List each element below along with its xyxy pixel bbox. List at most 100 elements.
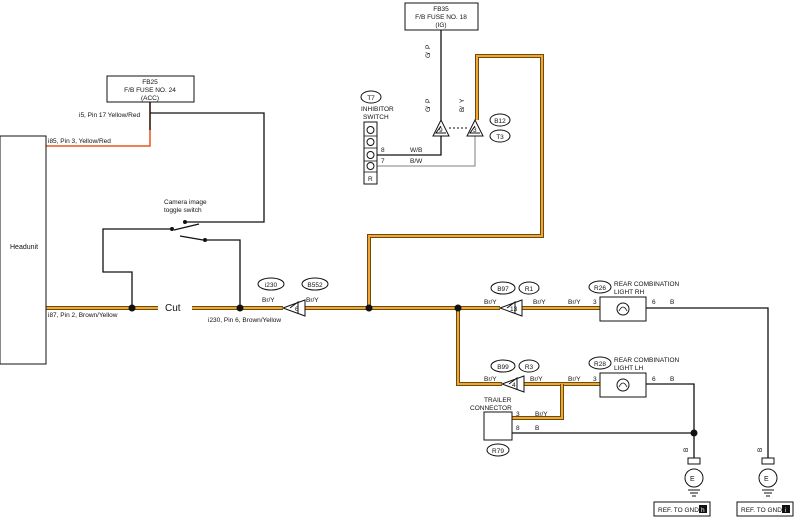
inhibitor-pin8: 8 bbox=[381, 147, 385, 154]
wire-brown-lh-outline bbox=[456, 308, 502, 386]
wire-code-b-2: B bbox=[670, 376, 674, 383]
rear-lh-filament bbox=[618, 382, 628, 388]
connector-arrow-i230-inner bbox=[289, 301, 299, 314]
wire-code-b-3: B bbox=[535, 425, 539, 432]
switch-contact-3 bbox=[203, 238, 207, 242]
switch-blade bbox=[173, 223, 200, 231]
connector-b552-label: B552 bbox=[307, 282, 323, 289]
wire-inhibitor-7 bbox=[377, 136, 476, 167]
pin-six-main: 6 bbox=[295, 306, 299, 313]
wire-code-bry-3: Br/Y bbox=[484, 299, 497, 306]
wire-switch-right bbox=[205, 239, 241, 308]
ref-gnd-i-tag: i bbox=[785, 507, 786, 514]
trailer-box bbox=[483, 411, 513, 441]
ground-lh-wire: B bbox=[683, 448, 690, 452]
inhibitor-pos-4 bbox=[366, 162, 375, 170]
rear-rh-line2: LIGHT RH bbox=[614, 289, 645, 296]
inhibitor-pos-r: R bbox=[368, 176, 373, 183]
rear-lh-bulb bbox=[616, 378, 630, 392]
connector-arrow-r3 bbox=[500, 375, 525, 393]
ground-lh-cap bbox=[687, 457, 701, 465]
trailer-line2: CONNECTOR bbox=[470, 405, 512, 412]
connector-r28 bbox=[588, 356, 612, 370]
ground-lh-e: E bbox=[690, 476, 695, 483]
pin-four: 4 bbox=[512, 382, 516, 389]
pin-i230: i230, Pin 6, Brown/Yellow bbox=[208, 317, 281, 324]
connector-arrow-r3-inner bbox=[508, 377, 518, 390]
toggle-switch-line1: Camera image bbox=[164, 199, 207, 206]
wire-code-b-1: B bbox=[670, 299, 674, 306]
rear-rh-bulb bbox=[616, 302, 630, 316]
ground-rh-cap bbox=[761, 457, 775, 465]
rear-lh-line1: REAR COMBINATION bbox=[614, 357, 680, 364]
fb35-wire-right-2: / bbox=[459, 106, 466, 108]
ref-gnd-i-tag-box bbox=[782, 505, 790, 513]
wire-code-bry-4: Br/Y bbox=[533, 299, 546, 306]
junction-main bbox=[365, 304, 373, 312]
inhibitor-line2: SWITCH bbox=[363, 114, 389, 121]
inhibitor-pos-2 bbox=[366, 138, 375, 146]
fb35-wire-mid-1: P bbox=[425, 99, 432, 103]
connector-t3 bbox=[489, 129, 511, 143]
rear-lh-pin-out: 6 bbox=[652, 376, 656, 383]
switch-contact-1 bbox=[170, 227, 174, 231]
inhibitor-pin7: 7 bbox=[381, 158, 385, 165]
ref-gnd-h-label: REF. TO GND bbox=[658, 507, 699, 514]
wire-switch-left bbox=[102, 228, 172, 308]
pin-t3: 9 bbox=[439, 127, 443, 134]
connector-b97-label: B97 bbox=[497, 286, 509, 293]
connector-r1-label: R1 bbox=[525, 286, 534, 293]
connector-r3-label: R3 bbox=[525, 364, 534, 371]
fuse-fb25-id: FB25 bbox=[142, 79, 158, 86]
wire-code-bry-9: Br/Y bbox=[535, 411, 548, 418]
headunit-label: Headunit bbox=[10, 244, 38, 251]
connector-t3-label: T3 bbox=[496, 134, 504, 141]
wire-switch-upper bbox=[149, 112, 265, 223]
rear-rh-pin-out: 6 bbox=[652, 299, 656, 306]
connector-arrow-r1-inner bbox=[506, 301, 516, 314]
pin-i87: i87, Pin 2, Brown/Yellow bbox=[48, 312, 118, 319]
wire-brown-loop bbox=[368, 55, 543, 308]
junction-switch bbox=[236, 304, 244, 312]
fuse-fb25-line1: F/B FUSE NO. 24 bbox=[124, 87, 176, 94]
connector-t7 bbox=[360, 90, 382, 104]
connector-b97 bbox=[490, 281, 516, 295]
connector-r26-label: R26 bbox=[594, 285, 606, 292]
connector-arrow-b12-inner bbox=[469, 125, 480, 134]
wire-code-bry-5: Br/Y bbox=[568, 299, 581, 306]
wire-code-bry-6: Br/Y bbox=[484, 376, 497, 383]
ref-gnd-i-box[interactable] bbox=[736, 501, 794, 517]
wire-lh-ground bbox=[646, 383, 695, 458]
ref-gnd-h-box[interactable] bbox=[653, 501, 711, 517]
switch-blade-lower bbox=[179, 235, 204, 241]
inhibitor-line1: INHIBITOR bbox=[361, 106, 394, 113]
connector-arrow-r1 bbox=[498, 299, 523, 317]
fuse-fb35-id: FB35 bbox=[433, 6, 449, 13]
cut-label: Cut bbox=[165, 303, 181, 314]
wire-code-bry-8: Br/Y bbox=[568, 376, 581, 383]
wire-code-bry-2: Br/Y bbox=[306, 297, 319, 304]
fb35-wire-top-3: G bbox=[425, 53, 432, 58]
connector-r1 bbox=[518, 281, 540, 295]
trailer-pin3: 3 bbox=[516, 411, 520, 418]
wire-code-bry-7: Br/Y bbox=[530, 376, 543, 383]
junction-left bbox=[128, 304, 136, 312]
connector-i230-label: i230 bbox=[265, 282, 278, 289]
fuse-fb35-line1: F/B FUSE NO. 18 bbox=[415, 14, 467, 21]
wire-rh-ground bbox=[646, 307, 769, 458]
fuse-fb35-line2: (IG) bbox=[435, 22, 446, 29]
headunit-box bbox=[0, 135, 47, 365]
switch-contact-2 bbox=[183, 220, 187, 224]
pin-i5: i5, Pin 17 Yellow/Red bbox=[79, 112, 140, 119]
wire-inhibitor-8 bbox=[377, 136, 442, 156]
inhibitor-pos-3 bbox=[366, 151, 375, 159]
junction-lh-ground bbox=[690, 429, 698, 437]
fb35-wire-mid-3: G bbox=[425, 107, 432, 112]
rear-lh-line2: LIGHT LH bbox=[614, 365, 643, 372]
trailer-line1: TRAILER bbox=[484, 397, 512, 404]
pin-i85: i85, Pin 3, Yellow/Red bbox=[48, 138, 111, 145]
ref-gnd-h-tag: h bbox=[701, 507, 705, 514]
connector-b552 bbox=[301, 277, 329, 291]
